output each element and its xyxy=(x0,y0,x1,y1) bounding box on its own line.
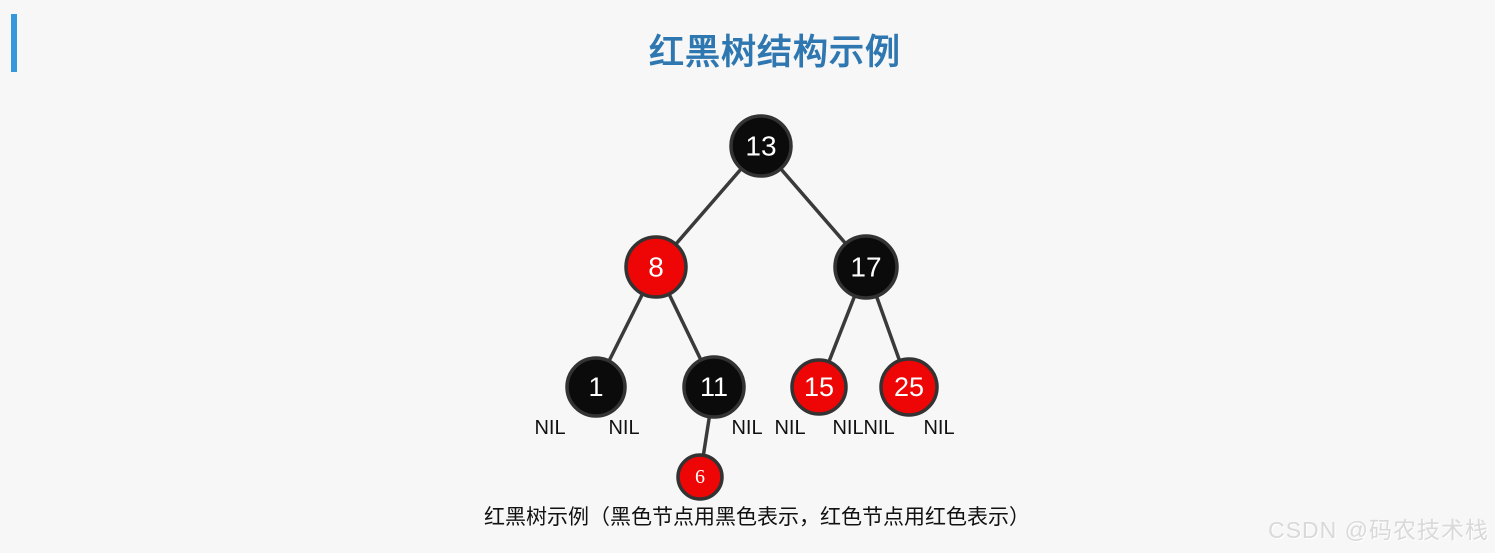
tree-node-17 xyxy=(833,234,899,300)
tree-node-1 xyxy=(565,356,627,418)
tree-node-value-1: 1 xyxy=(588,372,603,402)
nil-label-1: NIL xyxy=(608,417,639,439)
page-title: 红黑树结构示例 xyxy=(648,33,902,72)
tree-node-25 xyxy=(879,357,939,417)
tree-node-13 xyxy=(729,114,793,178)
title-accent-bar xyxy=(11,14,17,72)
nil-label-3: NIL xyxy=(774,417,805,439)
nil-label-4: NIL xyxy=(832,417,863,439)
nil-label-6: NIL xyxy=(923,417,954,439)
tree-node-11 xyxy=(682,355,746,419)
tree-node-value-15: 15 xyxy=(804,372,834,402)
tree-node-value-25: 25 xyxy=(894,372,924,402)
tree-node-8 xyxy=(624,235,688,299)
tree-node-value-6: 6 xyxy=(695,466,705,488)
nil-label-0: NIL xyxy=(534,417,565,439)
tree-node-15 xyxy=(790,358,848,416)
tree-node-value-11: 11 xyxy=(700,372,728,402)
tree-node-6 xyxy=(676,453,724,501)
nil-label-5: NIL xyxy=(863,417,894,439)
diagram-caption: 红黑树示例（黑色节点用黑色表示，红色节点用红色表示） xyxy=(484,506,1030,529)
csdn-watermark: CSDN @码农技术栈 xyxy=(1268,517,1489,543)
tree-node-value-8: 8 xyxy=(648,252,664,283)
tree-node-value-17: 17 xyxy=(850,252,881,283)
nil-label-2: NIL xyxy=(731,417,762,439)
tree-node-value-13: 13 xyxy=(745,131,776,162)
